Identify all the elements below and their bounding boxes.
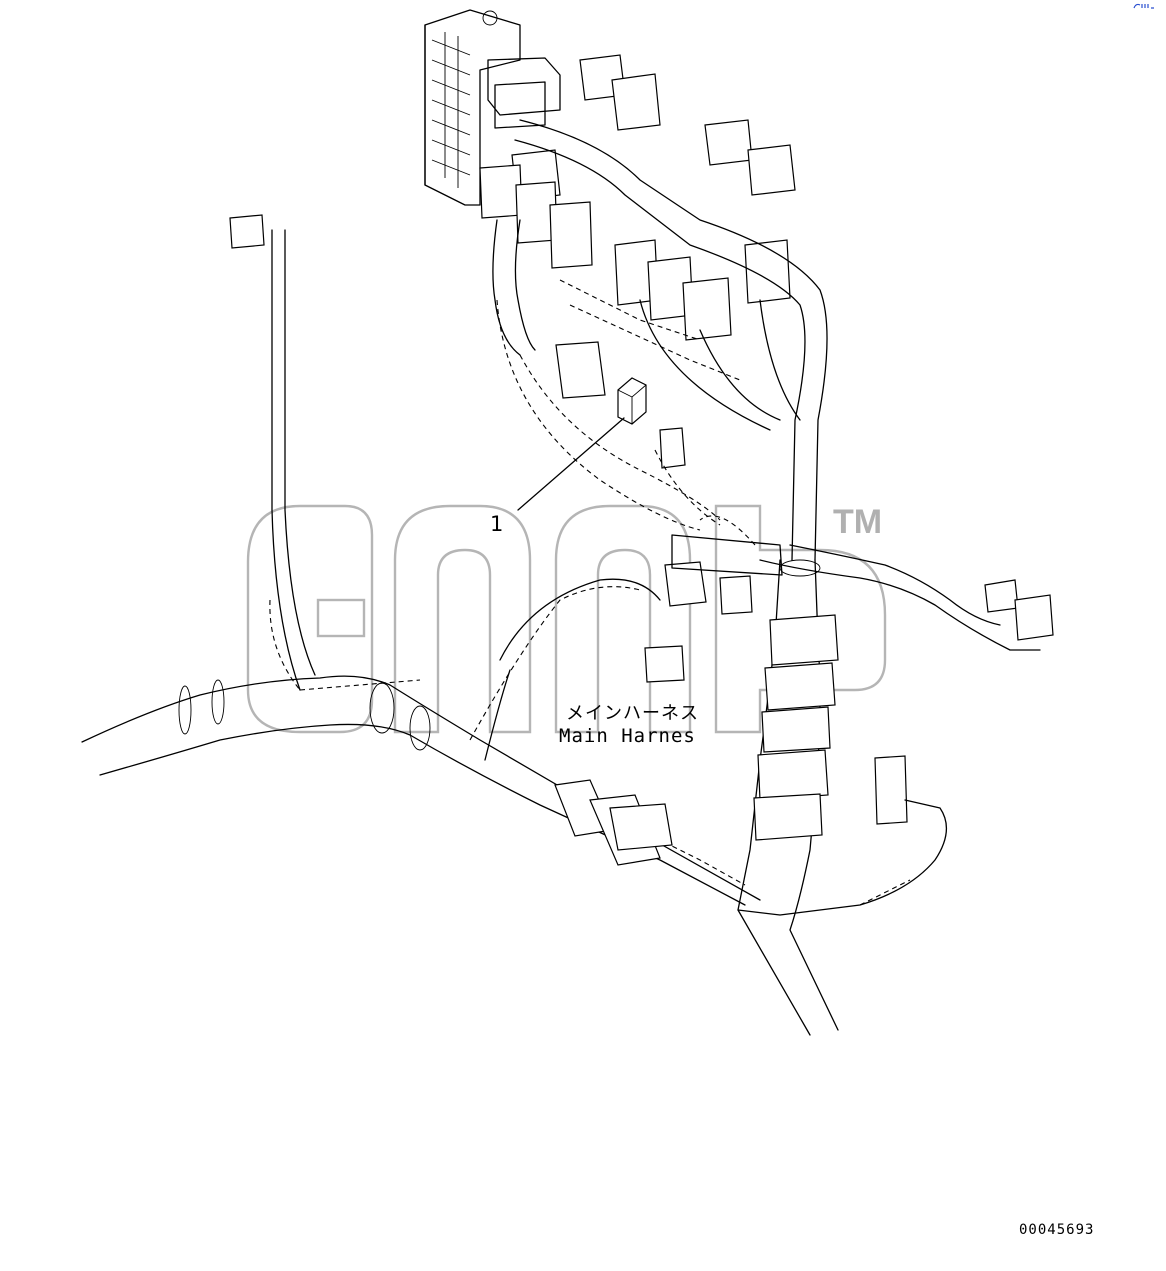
callout-number-1: 1 [490, 512, 504, 536]
watermark-trademark: TM [833, 503, 883, 541]
fuse-relay-block [424, 9, 561, 206]
relay-connectors [229, 54, 1054, 825]
harness-label-jp: メインハーネス [566, 703, 699, 724]
item-1-part [617, 377, 647, 425]
drawing-number: 00045693 [1019, 1222, 1095, 1238]
corner-logo-icon [1133, 3, 1154, 9]
clamps-and-sleeves [178, 559, 839, 866]
watermark-logo [246, 504, 887, 734]
callout-leader [517, 417, 625, 511]
harness-label-en: Main Harnes [559, 725, 696, 747]
